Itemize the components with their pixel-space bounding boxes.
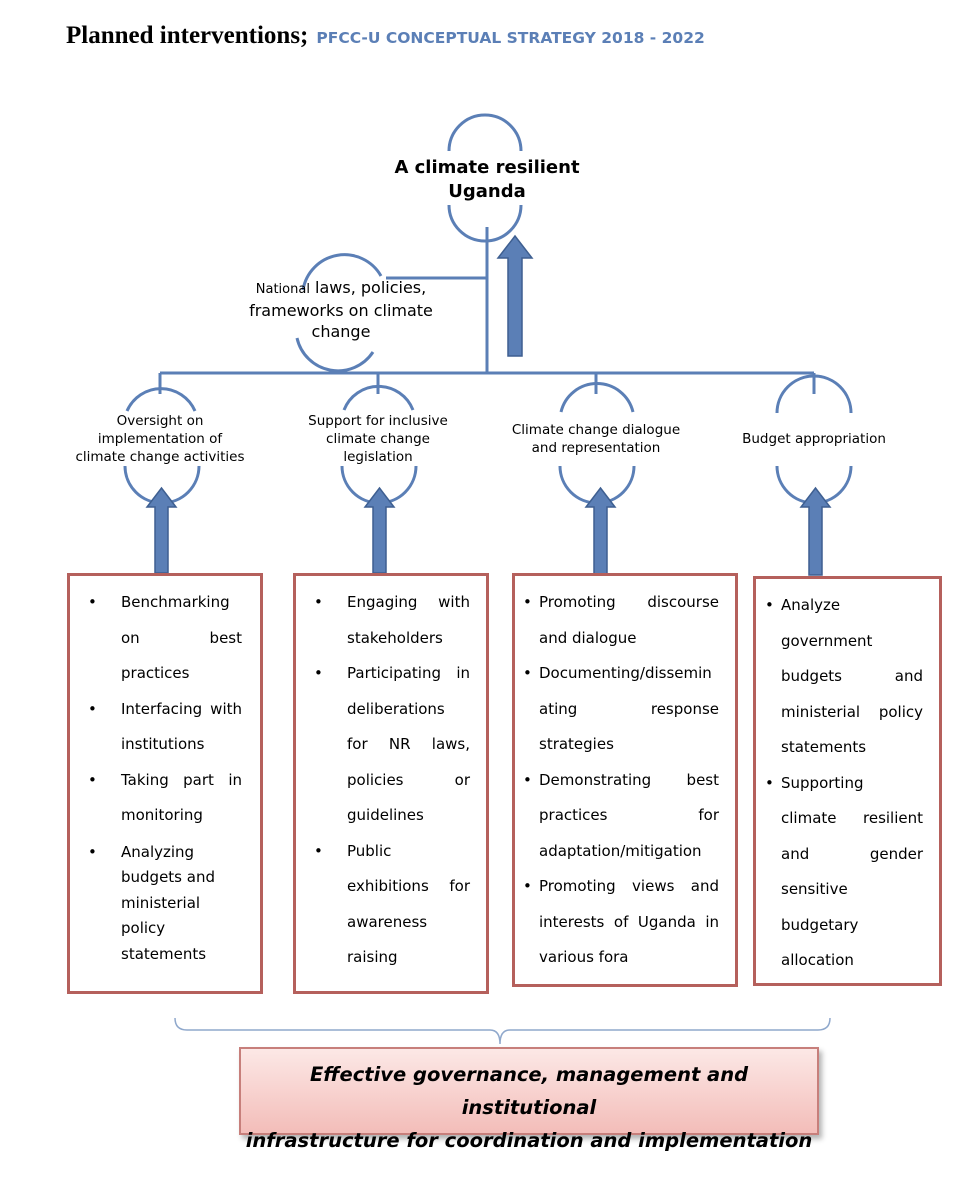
national-laws-line1: National laws, policies, bbox=[236, 277, 446, 300]
list-item: Promoting discourse and dialogue bbox=[523, 585, 719, 656]
header-subtitle: PFCC-U CONCEPTUAL STRATEGY 2018 - 2022 bbox=[316, 29, 705, 47]
national-word: National bbox=[255, 282, 310, 297]
national-laws-label: National laws, policies, frameworks on c… bbox=[236, 277, 446, 342]
list-item: Participating in deliberations for NR la… bbox=[314, 656, 470, 834]
national-arc-top bbox=[301, 253, 383, 291]
goal-label-line2: Uganda bbox=[448, 181, 526, 202]
list-item: Analyze government budgets and ministeri… bbox=[765, 588, 923, 766]
activities-box-budget: Analyze government budgets and ministeri… bbox=[753, 576, 942, 986]
outcome-box: Effective governance, management and ins… bbox=[239, 1047, 819, 1152]
list-item: Public exhibitions for awareness raising bbox=[314, 834, 470, 976]
goal-up-arrow bbox=[496, 234, 534, 357]
list-item: Taking part in monitoring bbox=[88, 763, 242, 834]
objective-line: legislation bbox=[343, 449, 413, 465]
objective-legislation: Support for inclusive climate change leg… bbox=[288, 412, 468, 466]
objective-line: climate change activities bbox=[75, 449, 245, 465]
objective-oversight: Oversight on implementation of climate c… bbox=[60, 412, 260, 466]
list-item: Supporting climate resilient and gender … bbox=[765, 766, 923, 979]
activities-box-oversight: Benchmarking on best practices Interfaci… bbox=[67, 573, 263, 994]
goal-arc-bottom bbox=[447, 204, 523, 243]
objective-line: Support for inclusive bbox=[308, 413, 448, 429]
list-item: Engaging with stakeholders bbox=[314, 585, 470, 656]
national-arc-bottom bbox=[295, 337, 375, 373]
outcome-line2: infrastructure for coordination and impl… bbox=[245, 1129, 813, 1152]
objective-line: Budget appropriation bbox=[742, 431, 886, 447]
box1-up-arrow bbox=[145, 486, 178, 574]
activities-box-legislation: Engaging with stakeholders Participating… bbox=[293, 573, 489, 994]
list-item: Analyzing budgets and ministerial policy… bbox=[88, 834, 242, 968]
goal-arc-top bbox=[447, 113, 523, 152]
header-title: Planned interventions; bbox=[66, 22, 309, 49]
list-item: Demonstrating best practices for adaptat… bbox=[523, 763, 719, 870]
national-laws-rest: laws, policies, bbox=[315, 278, 427, 297]
objective-line: Climate change dialogue bbox=[511, 422, 681, 438]
list-item: Benchmarking on best practices bbox=[88, 585, 242, 692]
objective-dialogue: Climate change dialogue and representati… bbox=[496, 421, 696, 457]
objective-line: climate change bbox=[326, 431, 430, 447]
goal-label-line1: A climate resilient bbox=[394, 157, 580, 178]
list-item: Interfacing with institutions bbox=[88, 692, 242, 763]
national-laws-line3: change bbox=[311, 322, 371, 341]
national-laws-line2: frameworks on climate bbox=[249, 301, 433, 320]
objective-line: and representation bbox=[531, 440, 661, 456]
list-item: Promoting views and interests of Uganda … bbox=[523, 869, 719, 976]
objective-line: Oversight on bbox=[116, 413, 204, 429]
box2-up-arrow bbox=[363, 486, 396, 574]
box4-up-arrow bbox=[799, 486, 832, 576]
list-item: Documenting/dissemin ating response stra… bbox=[523, 656, 719, 763]
goal-label: A climate resilient Uganda bbox=[386, 156, 588, 204]
objective-line: implementation of bbox=[97, 431, 223, 447]
box3-up-arrow bbox=[584, 486, 617, 576]
page-header: Planned interventions; PFCC-U CONCEPTUAL… bbox=[66, 22, 705, 50]
objective-budget: Budget appropriation bbox=[724, 430, 904, 448]
grouping-brace bbox=[174, 1017, 831, 1045]
outcome-line1: Effective governance, management and ins… bbox=[309, 1063, 749, 1119]
activities-box-dialogue: Promoting discourse and dialogue Documen… bbox=[512, 573, 738, 987]
